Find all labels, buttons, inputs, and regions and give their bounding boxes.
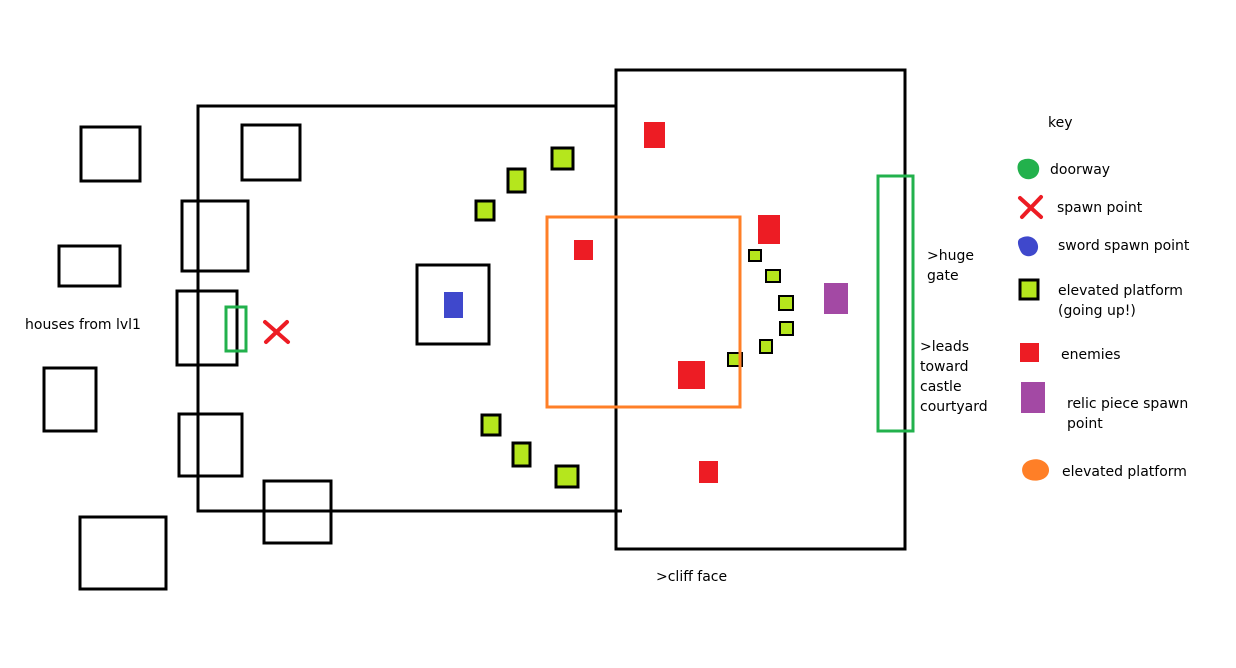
key-label-elevated-platform: elevated platform [1062,464,1187,480]
step [554,464,580,489]
step [474,199,496,222]
enemy [678,361,705,389]
relic-piece-icon [1021,382,1045,413]
elevated-platform-going-up-icon [1018,278,1040,301]
key-label-elevated-going-up: elevated platform (going up!) [1058,283,1183,319]
key-label-doorway: doorway [1050,162,1111,178]
key-label-enemies: enemies [1061,347,1121,363]
sword-spawn-point [444,292,463,318]
house [57,244,122,288]
key-label-sword-spawn: sword spawn point [1058,238,1190,254]
huge-gate [876,174,915,433]
house [42,366,98,433]
enemy [758,215,780,244]
step [759,339,773,354]
spawn-point-icon [1018,195,1043,219]
sword-pedestal [415,263,491,346]
step [511,441,532,468]
houses-label: houses from lvl1 [25,317,141,333]
house [78,515,168,591]
houses [42,123,333,591]
step [480,413,502,437]
gate-label: >huge gate [927,248,974,284]
house [175,289,239,367]
enemies-icon [1020,343,1039,362]
key-symbols [1017,158,1050,481]
key-label-spawn-point: spawn point [1057,200,1143,216]
step [778,295,794,311]
step [550,146,575,171]
courtyard-outline [196,104,622,513]
step [765,269,781,283]
key-label-relic: relic piece spawn point [1067,396,1189,432]
elevated-platform-icon [1022,459,1050,481]
enemies [574,122,780,483]
elevated-platform [545,215,742,409]
step [748,249,762,262]
step [506,167,527,194]
enemy [574,240,593,260]
relic-piece-spawn [824,283,848,314]
house [180,199,250,273]
house [79,125,142,183]
cliff-area-outline [614,68,907,551]
sword-spawn-icon [1017,236,1039,257]
doorway [224,305,248,353]
doorway-icon [1017,158,1040,180]
key-title: key [1048,115,1073,131]
cliff-face-label: >cliff face [656,569,728,585]
step [779,321,794,336]
elevated-steps [474,146,794,489]
enemy [699,461,718,483]
spawn-point [263,320,290,344]
enemy [644,122,665,148]
courtyard-direction-label: >leads toward castle courtyard [920,339,988,415]
house [240,123,302,182]
house [177,412,244,478]
